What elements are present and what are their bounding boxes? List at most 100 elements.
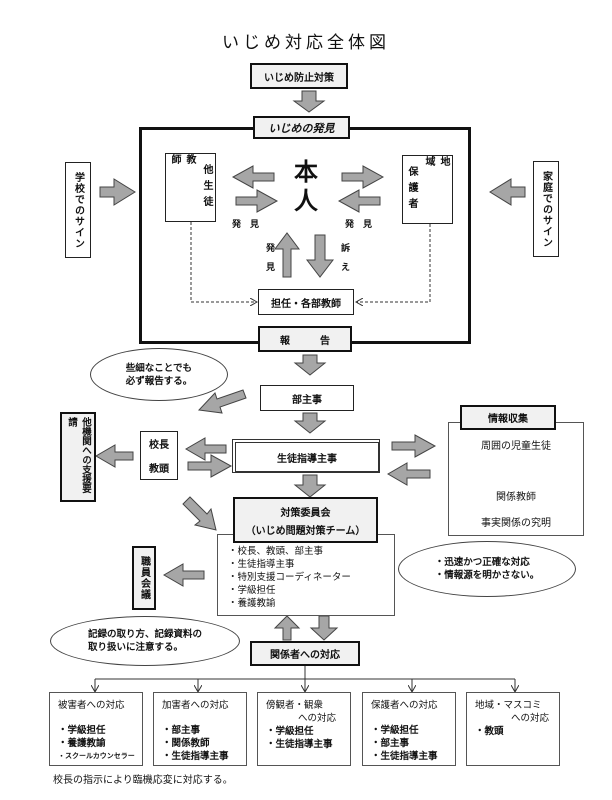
arrow-right-to-guardian <box>341 165 385 189</box>
right-found-label: 発 見 <box>345 220 373 230</box>
arrow-diag-to-principal <box>197 389 247 414</box>
response-bystander-title-2: への対応 <box>297 713 336 724</box>
info-line-related-teachers: 関係教師 <box>496 492 536 503</box>
student-self-char-1: 本 <box>294 158 318 186</box>
report-box: 報 告 <box>258 326 352 352</box>
guardians-label: 保護者 <box>406 165 417 214</box>
guardian-community-box: 保護者 地 域 <box>402 155 453 224</box>
committee-subtitle: （いじめ問題対策チーム） <box>245 525 366 537</box>
school-sign-label: 学校でのサイン <box>72 171 84 249</box>
arrow-left-from-info <box>387 462 431 486</box>
prevention-box: いじめ防止対策 <box>250 63 348 89</box>
response-bystander-item-2: ・生徒指導主事 <box>266 739 333 750</box>
info-gathering-panel <box>448 422 584 536</box>
arrow-right-school-sign <box>99 178 136 206</box>
arrow-left-from-guardian <box>337 189 381 213</box>
discovery-header: いじめの発見 <box>253 116 350 139</box>
school-sign-box: 学校でのサイン <box>65 162 91 258</box>
response-bystander: 傍観者・観衆 への対応 ・学級担任 ・生徒指導主事 <box>257 692 351 766</box>
principal-label: 校長 <box>149 440 169 452</box>
response-victim-title: 被害者への対応 <box>58 700 125 711</box>
student-self: 本 人 <box>290 158 322 216</box>
response-victim-item-3: ・スクールカウンセラー <box>58 752 135 760</box>
other-agency-label: 他機関への支援要請 <box>66 417 91 493</box>
committee-member-5: ・養護教諭 <box>228 598 276 609</box>
note-record-line-1: 記録の取り方、記録資料の <box>87 629 202 640</box>
note-record-line-2: 取り扱いに注意する。 <box>87 642 183 653</box>
report-right: 告 <box>320 335 330 347</box>
response-guardian-item-1: ・学級担任 <box>371 725 419 736</box>
committee-title: 対策委員会 <box>280 507 331 519</box>
staff-meeting-box: 職員会議 <box>132 546 156 610</box>
response-perpetrator: 加害者への対応 ・部主事 ・関係教師 ・生徒指導主事 <box>153 692 247 766</box>
committee-member-1: ・校長、教頭、部主事 <box>228 546 324 557</box>
home-sign-box: 家庭でのサイン <box>533 161 559 257</box>
dashed-left-to-teacher <box>190 222 257 302</box>
response-guardian: 保護者への対応 ・学級担任 ・部主事 ・生徒指導主事 <box>362 692 456 766</box>
staff-meeting-label: 職員会議 <box>138 556 150 600</box>
committee-member-3: ・特別支援コーディネーター <box>228 572 351 583</box>
response-perpetrator-title: 加害者への対応 <box>162 700 229 711</box>
teacher-students-box: 教 師 他生徒 <box>165 153 216 222</box>
arrow-right-to-info <box>391 434 437 458</box>
arrow-diag-to-committee <box>182 496 217 531</box>
arrow-up-found <box>274 232 300 278</box>
stakeholders-box: 関係者への対応 <box>250 641 360 666</box>
note-report-line-2: 必ず報告する。 <box>125 375 193 387</box>
response-community-media: 地域・マスコミ への対応 ・教頭 <box>466 692 560 766</box>
info-line-surrounding-students: 周囲の児童生徒 <box>481 441 551 452</box>
other-students-label: 他生徒 <box>201 163 212 212</box>
down-appeal-label: 訴え <box>339 243 349 281</box>
student-guidance-box: 生徒指導主事 <box>235 442 379 472</box>
response-guardian-item-3: ・生徒指導主事 <box>371 751 438 762</box>
home-sign-label: 家庭でのサイン <box>540 170 552 248</box>
response-bystander-title-1: 傍観者・観衆 <box>266 700 324 711</box>
committee-members-panel: ・校長、教頭、部主事 ・生徒指導主事 ・特別支援コーディネーター ・学級担任 ・… <box>217 534 395 616</box>
response-victim-item-2: ・養護教諭 <box>58 738 106 749</box>
response-perpetrator-item-1: ・部主事 <box>162 725 201 736</box>
arrow-up-stakeholders <box>273 615 301 641</box>
community-label: 地 域 <box>423 156 449 180</box>
info-gathering-header: 情報収集 <box>460 405 556 430</box>
arrow-right-from-principal <box>187 454 233 478</box>
arrow-down-dept <box>293 412 327 434</box>
arrow-left-to-others <box>231 165 275 189</box>
arrow-left-home-sign <box>489 178 526 206</box>
other-agency-box: 他機関への支援要請 <box>60 412 96 502</box>
note-speed-line-1: ・迅速かつ正確な対応 <box>434 557 530 568</box>
response-perpetrator-item-3: ・生徒指導主事 <box>162 751 229 762</box>
note-speed-ellipse: ・迅速かつ正確な対応 ・情報源を明かさない。 <box>398 541 576 597</box>
response-community-title-1: 地域・マスコミ <box>475 700 542 711</box>
teachers-label: 教 師 <box>169 154 195 178</box>
arrow-down-report <box>293 354 327 376</box>
committee-member-4: ・学級担任 <box>228 585 276 596</box>
arrow-down-prevention <box>292 90 326 113</box>
committee-box: 対策委員会 （いじめ問題対策チーム） <box>233 497 378 543</box>
vice-principal-label: 教頭 <box>149 463 169 475</box>
page-title: いじめ対応全体図 <box>222 33 390 53</box>
info-line-fact-finding: 事実関係の究明 <box>481 518 551 529</box>
arrow-right-from-others <box>235 189 279 213</box>
response-guardian-title: 保護者への対応 <box>371 700 438 711</box>
homeroom-teachers-box: 担任・各部教師 <box>258 289 354 315</box>
arrow-down-appeal <box>305 234 335 278</box>
response-community-item-1: ・教頭 <box>475 726 504 737</box>
response-bystander-item-1: ・学級担任 <box>266 726 314 737</box>
note-speed-line-2: ・情報源を明かさない。 <box>434 570 540 581</box>
head-of-dept-box: 部主事 <box>260 385 354 411</box>
up-found-label: 発見 <box>264 243 274 281</box>
response-guardian-item-2: ・部主事 <box>371 738 410 749</box>
arrow-left-to-agency <box>95 444 134 468</box>
arrow-left-to-staff <box>163 563 205 587</box>
arrow-down-guidance <box>293 474 327 498</box>
student-self-char-2: 人 <box>294 187 318 215</box>
student-guidance-frame: 生徒指導主事 <box>232 439 380 473</box>
response-community-title-2: への対応 <box>510 713 549 724</box>
report-left: 報 <box>280 335 290 347</box>
left-found-label: 発 見 <box>232 220 260 230</box>
response-victim: 被害者への対応 ・学級担任 ・養護教諭 ・スクールカウンセラー <box>49 692 143 766</box>
arrow-left-to-principal <box>185 437 227 461</box>
committee-member-2: ・生徒指導主事 <box>228 559 295 570</box>
principal-box: 校長 教頭 <box>140 431 178 480</box>
